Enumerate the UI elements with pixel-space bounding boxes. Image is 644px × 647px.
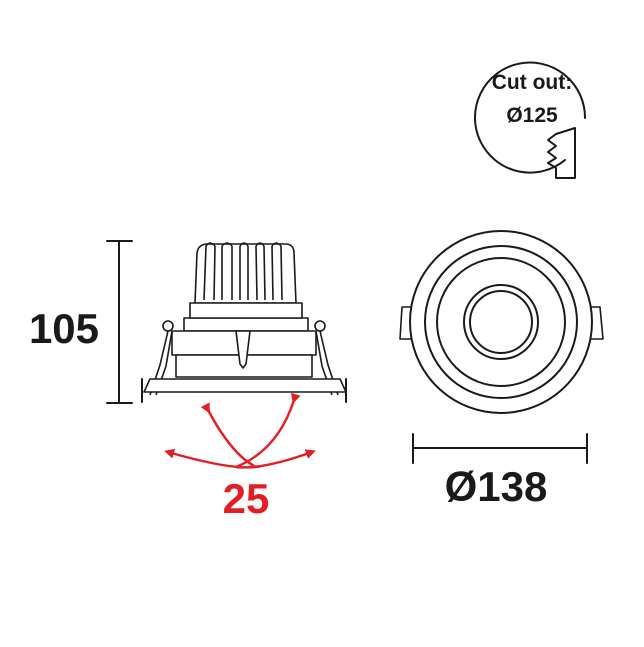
- downlight-front-view: [399, 230, 604, 414]
- cutout-diameter: Ø125: [506, 104, 558, 127]
- cutout-circle-outline: [474, 61, 587, 174]
- downlight-side-view: [141, 242, 347, 403]
- height-dimension: 105: [29, 240, 133, 404]
- height-value: 105: [29, 305, 99, 352]
- cutout-label: Cut out:: [492, 71, 572, 94]
- diameter-value: Ø138: [445, 463, 548, 510]
- tilt-angle-value: 25: [223, 475, 270, 522]
- diameter-dimension: Ø138: [412, 433, 588, 510]
- tilt-arrows: 25: [164, 392, 316, 522]
- cutout-badge: Cut out: Ø125: [474, 61, 587, 179]
- tilt-arrow-left: [164, 402, 261, 469]
- saw-cut-icon: [547, 127, 576, 179]
- tilt-arrow-right: [235, 392, 316, 469]
